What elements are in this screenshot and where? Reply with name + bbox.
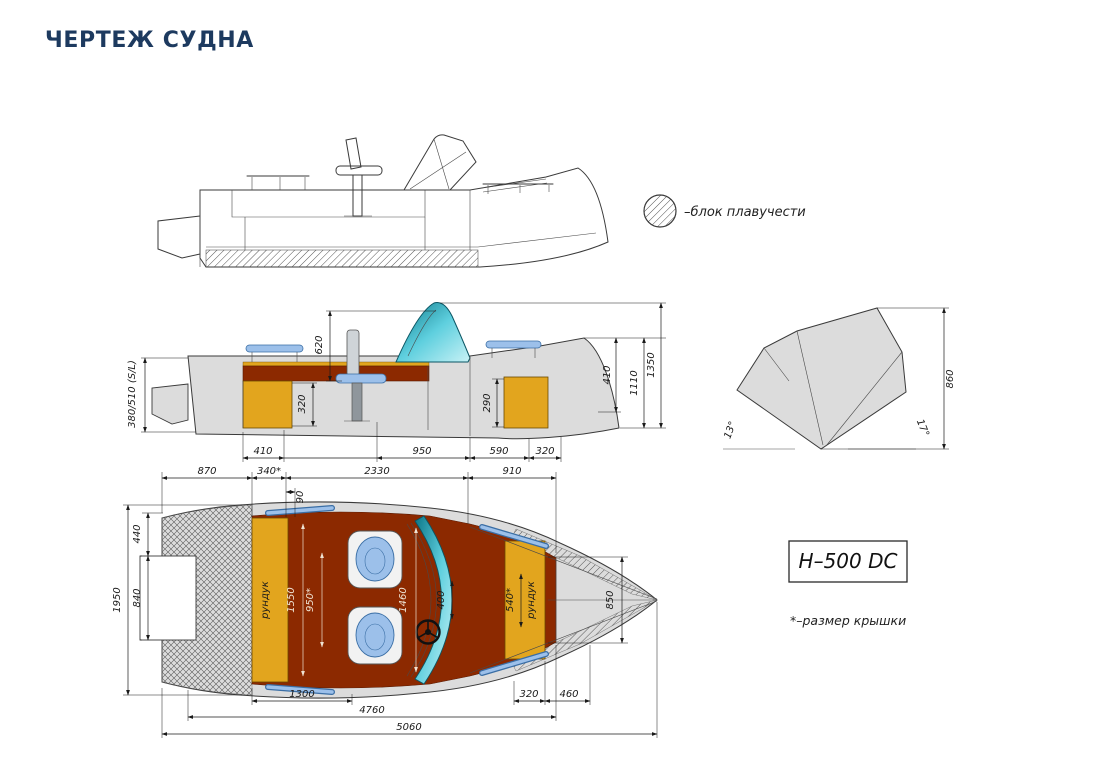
dim-bow-depth: 410 [602, 365, 613, 384]
dim-transom-height: 380/510 (S/L) [127, 360, 138, 428]
motor-well [139, 555, 197, 641]
gunwale-trim [242, 361, 430, 367]
dim-chain-320: 320 [535, 446, 554, 457]
side-view-dimensioned: 380/510 (S/L) 620 320 290 410 1110 1350 … [127, 302, 666, 462]
footnote: *–размер крышки [790, 613, 906, 628]
dim-beam-1950: 1950 [112, 587, 123, 612]
dim-chain-410: 410 [253, 446, 272, 457]
dim-transom-height-860: 860 [945, 369, 956, 388]
flotation-legend-label: –блок плавучести [684, 205, 806, 220]
dim-seat-box-height: 320 [297, 394, 308, 413]
bow-locker-label: рундук [526, 581, 537, 620]
seat-bottom [347, 606, 403, 665]
flotation-block-icon [643, 194, 677, 228]
seat-back [346, 329, 360, 377]
dim-340: 340* [257, 466, 281, 477]
dimension-lines [143, 302, 663, 460]
bow-locker [504, 540, 546, 660]
windshield-plan [414, 515, 453, 685]
plan-view: 870 340* 2330 910 90 440 840 1950 850 ру… [112, 466, 658, 738]
hull-outline [199, 167, 609, 268]
motor-bracket [151, 383, 189, 425]
motor-bracket [157, 215, 201, 259]
extension-lines [821, 307, 949, 450]
dim-1550: 1550 [286, 587, 297, 612]
railing-right [485, 340, 542, 349]
dim-840: 840 [132, 588, 143, 607]
stern-locker [251, 517, 289, 683]
flotation-legend: –блок плавучести [643, 194, 806, 228]
dim-90: 90 [295, 491, 306, 504]
dim-overall-height: 1350 [646, 352, 657, 377]
dim-440: 440 [132, 524, 143, 543]
windshield-outline [403, 134, 477, 191]
dim-540: 540* [505, 588, 516, 612]
transom-shape [736, 307, 907, 450]
model-label-box [788, 540, 908, 583]
dim-870: 870 [197, 466, 216, 477]
stern-locker-box [242, 380, 293, 429]
dim-1300: 1300 [289, 689, 314, 700]
seat-pedestal [351, 382, 363, 422]
model-name: H–500 DC [799, 549, 898, 573]
dim-460-bow: 460 [559, 689, 578, 700]
dim-5060: 5060 [396, 722, 421, 733]
side-view-outline [157, 134, 609, 268]
dim-4760: 4760 [359, 705, 384, 716]
dim-deadrise-right: 17° [914, 418, 931, 439]
seat-outline [345, 137, 362, 170]
windshield-glass [395, 302, 471, 363]
seat-base [335, 373, 387, 384]
seat-top [347, 530, 403, 589]
dim-320-bow: 320 [519, 689, 538, 700]
dim-hull-depth: 1110 [629, 370, 640, 395]
dim-chain-590: 590 [489, 446, 508, 457]
dim-400: 400 [436, 590, 447, 609]
stern-locker-label: рундук [260, 581, 271, 620]
bow-locker-box [503, 376, 549, 429]
dim-2330: 2330 [364, 466, 389, 477]
dim-chain-950: 950 [412, 446, 431, 457]
dim-bow-locker-height: 290 [482, 393, 493, 412]
dim-850: 850 [605, 590, 616, 609]
dim-1460: 1460 [398, 587, 409, 612]
dim-950: 950* [305, 588, 316, 612]
dimension-lines [126, 476, 658, 736]
page-title: ЧЕРТЕЖ СУДНА [45, 28, 254, 53]
dim-windshield-height: 620 [314, 335, 325, 354]
flotation-strip [205, 249, 479, 268]
dim-910: 910 [502, 466, 521, 477]
transom-view: 860 13° 17° [722, 307, 956, 450]
railing-left [245, 344, 304, 353]
dim-deadrise-left: 13° [722, 420, 738, 440]
model-label: H–500 DC [788, 540, 908, 583]
